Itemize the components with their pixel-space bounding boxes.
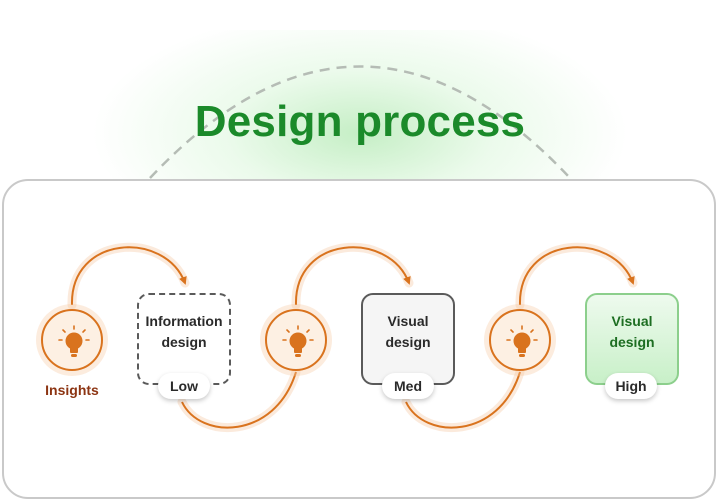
stage-name-line1: Visual bbox=[387, 313, 429, 329]
stage-name-line2: design bbox=[609, 334, 655, 350]
lightbulb-icon bbox=[506, 325, 538, 357]
stage-information-design: Information design bbox=[137, 293, 231, 385]
stage-visual-design-high: Visual design bbox=[585, 293, 679, 385]
stage-name-line2: design bbox=[161, 334, 207, 350]
insights-label: Insights bbox=[45, 382, 99, 398]
insight-node-1 bbox=[41, 309, 103, 371]
arrow-insight-to-info bbox=[70, 246, 187, 306]
lightbulb-icon bbox=[282, 325, 314, 357]
connector-low-to-insight bbox=[181, 371, 297, 429]
arrow-insight-to-visual-high bbox=[518, 246, 635, 306]
insight-node-2 bbox=[265, 309, 327, 371]
insight-node-3 bbox=[489, 309, 551, 371]
arrow-insight-to-visual-med bbox=[294, 246, 411, 306]
stage-name-line1: Information bbox=[145, 313, 223, 329]
connector-med-to-insight bbox=[405, 371, 521, 429]
page-title: Design process bbox=[194, 97, 526, 146]
fidelity-badge-med: Med bbox=[382, 373, 434, 399]
stage-name-line1: Visual bbox=[611, 313, 653, 329]
fidelity-badge-low: Low bbox=[158, 373, 210, 399]
fidelity-badge-high: High bbox=[605, 373, 657, 399]
stage-name-line2: design bbox=[385, 334, 431, 350]
stage-visual-design-med: Visual design bbox=[361, 293, 455, 385]
lightbulb-icon bbox=[58, 325, 90, 357]
